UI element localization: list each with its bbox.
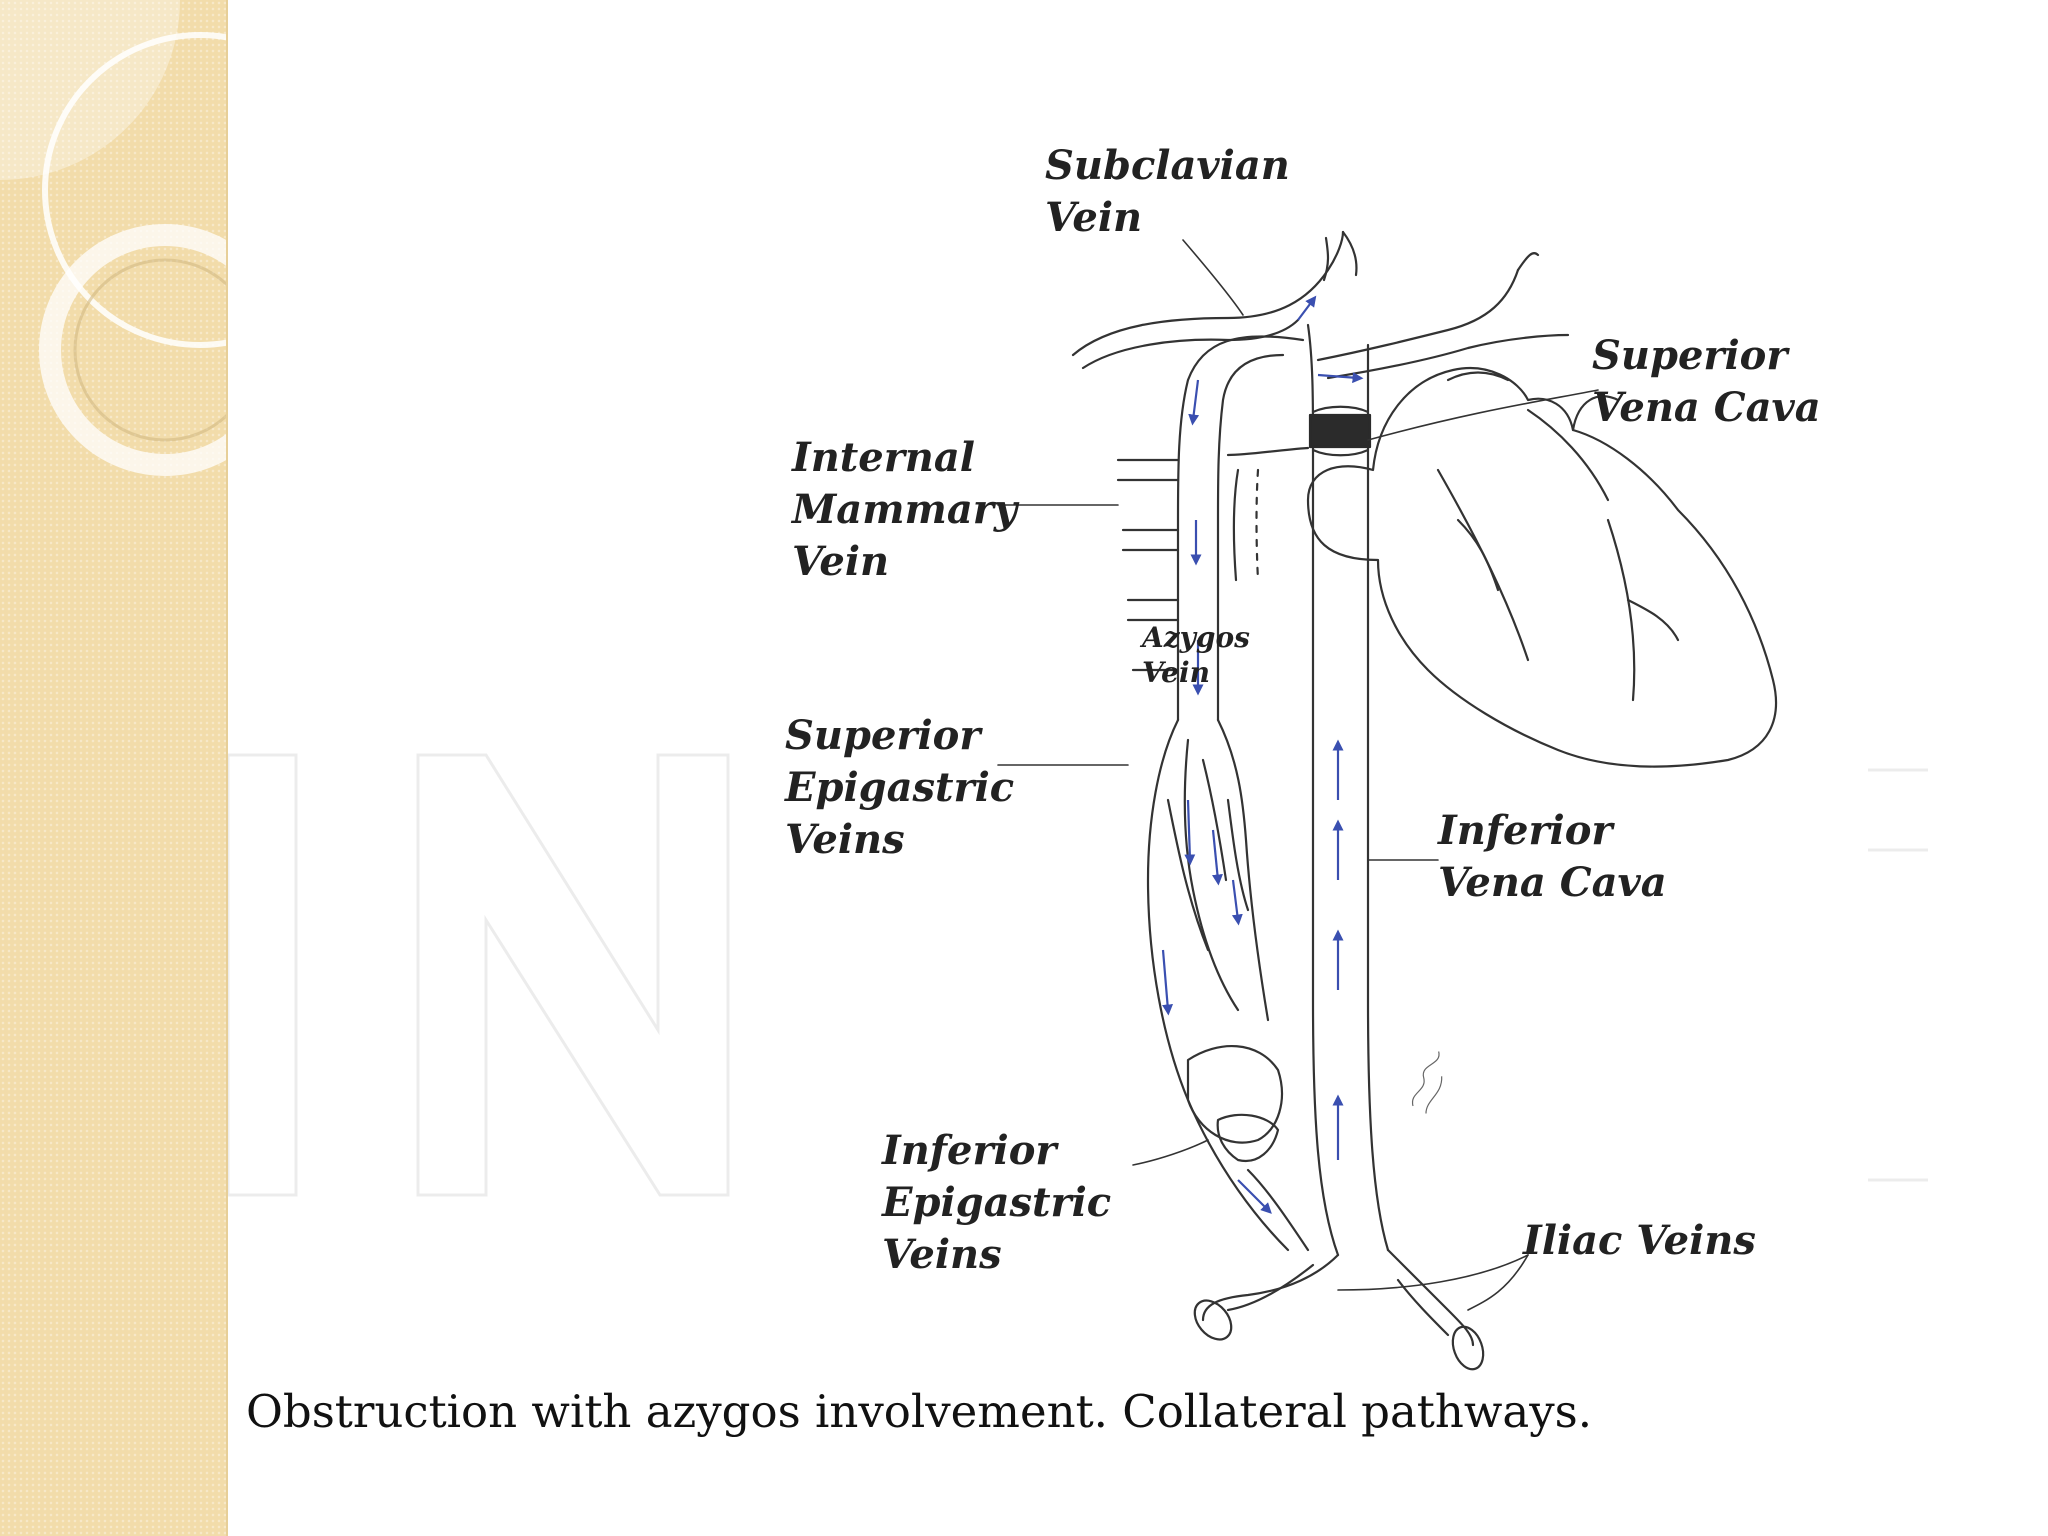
superior-epigastric-veins	[1146, 718, 1290, 1252]
background-watermark	[228, 753, 1928, 1197]
label-azygos-vein: Azygos Vein	[1142, 621, 1250, 689]
inferior-epigastric-veins	[1186, 1044, 1310, 1252]
artist-signature	[1411, 1051, 1443, 1114]
heart	[1306, 367, 1778, 768]
collateral-flow-arrows	[1161, 295, 1364, 1214]
venous-collateral-diagram	[997, 230, 1778, 1371]
svc-obstruction	[1308, 413, 1372, 449]
label-iliac-veins: Iliac Veins	[1523, 1217, 1756, 1264]
sidebar-ring-decoration	[0, 0, 228, 476]
label-inferior-vena-cava: Inferior Vena Cava	[1438, 807, 1667, 906]
label-internal-mammary-vein: Internal Mammary Vein	[792, 434, 1018, 585]
internal-mammary-vein	[1116, 335, 1305, 722]
brachiocephalic-branch	[1316, 252, 1570, 380]
slide-sidebar	[0, 0, 228, 1536]
label-leader-lines	[997, 239, 1599, 1311]
figure-caption: Obstruction with azygos involvement. Col…	[246, 1385, 1593, 1438]
label-inferior-epigastric-veins: Inferior Epigastric Veins	[882, 1127, 1112, 1278]
azygos-vein	[1226, 446, 1310, 582]
iliac-veins	[1193, 1248, 1485, 1371]
label-superior-epigastric-veins: Superior Epigastric Veins	[785, 712, 1015, 863]
label-subclavian-vein: Subclavian Vein	[1045, 142, 1290, 241]
subclavian-vein	[1071, 230, 1358, 370]
sidebar-edge	[226, 0, 228, 1536]
vena-cava-trunk	[1306, 323, 1390, 1257]
label-superior-vena-cava: Superior Vena Cava	[1592, 332, 1821, 431]
